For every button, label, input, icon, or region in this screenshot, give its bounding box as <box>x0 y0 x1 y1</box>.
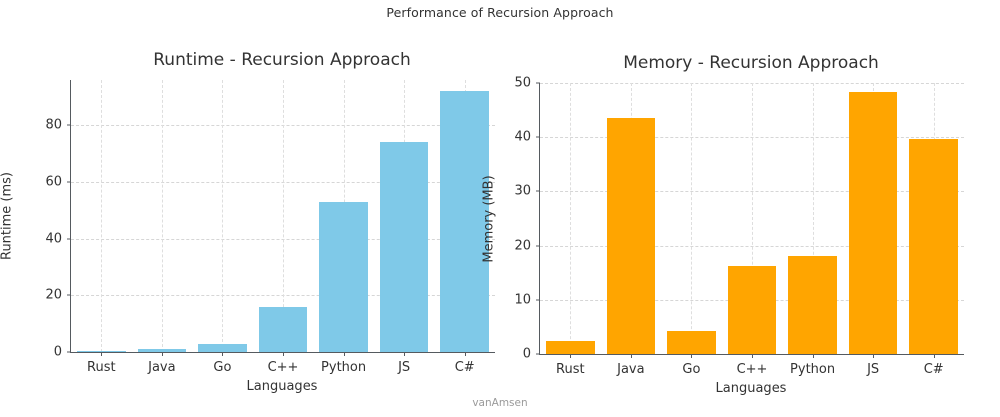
x-tick-mark <box>873 354 875 358</box>
bar-go[interactable] <box>667 330 716 354</box>
x-tick-label: Go <box>682 362 701 377</box>
bar-js[interactable] <box>379 142 429 352</box>
x-tick-label: JS <box>867 362 880 377</box>
x-tick-label: JS <box>398 360 411 375</box>
bar-c[interactable] <box>440 91 489 352</box>
gridline-vertical <box>812 83 814 354</box>
x-tick-label: C++ <box>736 362 768 377</box>
y-tick-label: 10 <box>514 292 531 308</box>
y-tick-mark <box>536 299 540 301</box>
bar-c[interactable] <box>727 266 777 354</box>
y-tick-mark <box>67 181 71 183</box>
figure-watermark: vanAmsen <box>472 397 528 409</box>
x-tick-label: Java <box>148 360 176 375</box>
gridline-vertical <box>222 80 224 352</box>
x-tick-label: Rust <box>556 362 585 377</box>
gridline-vertical <box>570 83 572 354</box>
bar-python[interactable] <box>319 201 368 352</box>
x-tick-mark <box>812 354 814 358</box>
gridline-vertical <box>691 83 693 354</box>
x-tick-label: C# <box>454 360 475 375</box>
y-tick-label: 60 <box>45 174 62 190</box>
y-tick-label: 50 <box>514 75 531 91</box>
bar-java[interactable] <box>606 117 656 354</box>
x-tick-mark <box>752 354 753 358</box>
chart-memory-xlabel: Languages <box>715 381 787 396</box>
y-tick-mark <box>67 351 71 353</box>
bar-rust[interactable] <box>77 351 126 352</box>
bar-c[interactable] <box>258 306 308 352</box>
y-tick-mark <box>67 238 71 240</box>
y-tick-label: 40 <box>514 129 531 145</box>
gridline-vertical <box>101 80 103 352</box>
gridline-vertical <box>752 83 753 354</box>
figure-suptitle: Performance of Recursion Approach <box>386 5 614 20</box>
chart-runtime-title: Runtime - Recursion Approach <box>153 50 411 70</box>
x-tick-mark <box>630 354 632 358</box>
x-tick-mark <box>570 354 572 358</box>
chart-runtime: Runtime - Recursion Approach Runtime (ms… <box>0 50 495 394</box>
x-tick-mark <box>404 352 406 356</box>
y-tick-mark <box>67 294 71 296</box>
y-tick-label: 20 <box>514 238 531 254</box>
bar-go[interactable] <box>198 343 247 352</box>
chart-memory: Memory - Recursion Approach Memory (MB) … <box>482 53 964 396</box>
bar-python[interactable] <box>788 255 837 354</box>
chart-memory-ylabel: Memory (MB) <box>481 174 497 263</box>
x-tick-mark <box>283 352 284 356</box>
y-tick-mark <box>536 353 540 355</box>
y-tick-label: 0 <box>53 344 62 360</box>
y-tick-mark <box>67 124 71 126</box>
y-tick-label: 40 <box>45 231 62 247</box>
y-tick-mark <box>536 82 540 84</box>
x-tick-mark <box>464 352 466 356</box>
y-tick-label: 20 <box>45 287 62 303</box>
x-tick-label: C++ <box>267 360 299 375</box>
x-tick-label: Go <box>213 360 232 375</box>
x-tick-mark <box>343 352 345 356</box>
chart-runtime-ylabel: Runtime (ms) <box>0 171 15 261</box>
gridline-vertical <box>161 80 163 352</box>
x-tick-mark <box>933 354 935 358</box>
x-tick-mark <box>691 354 693 358</box>
x-tick-mark <box>222 352 224 356</box>
x-tick-label: Rust <box>87 360 116 375</box>
y-tick-label: 0 <box>522 346 531 362</box>
y-tick-mark <box>536 190 540 192</box>
bar-js[interactable] <box>848 92 898 354</box>
y-tick-label: 30 <box>514 183 531 199</box>
x-tick-label: Java <box>617 362 645 377</box>
bar-c[interactable] <box>909 138 958 354</box>
y-tick-mark <box>536 136 540 138</box>
y-tick-label: 80 <box>45 117 62 133</box>
bar-java[interactable] <box>137 349 187 352</box>
x-tick-label: Python <box>321 360 367 375</box>
x-tick-label: Python <box>790 362 836 377</box>
gridline-vertical <box>283 80 284 352</box>
x-tick-mark <box>101 352 103 356</box>
bar-rust[interactable] <box>546 341 595 354</box>
x-tick-mark <box>161 352 163 356</box>
x-tick-label: C# <box>923 362 944 377</box>
chart-memory-title: Memory - Recursion Approach <box>623 53 879 73</box>
y-tick-mark <box>536 245 540 247</box>
chart-runtime-xlabel: Languages <box>246 379 318 394</box>
